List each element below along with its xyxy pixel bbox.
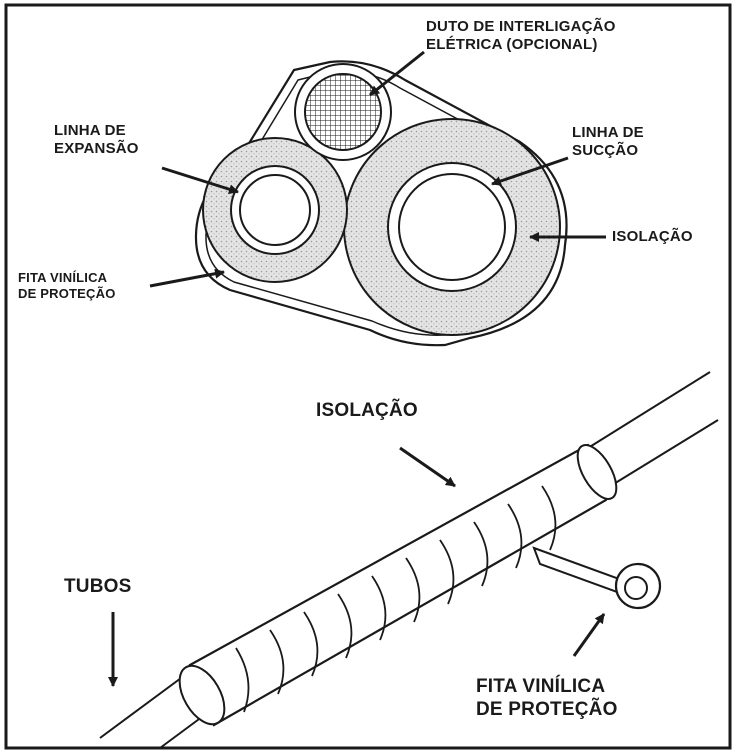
wrapped-tubes (99, 371, 719, 749)
arrow-linha-succao (491, 156, 569, 186)
label-linha-succao-line1: LINHA DE (572, 124, 644, 141)
arrow-fita-bottom (572, 613, 606, 657)
arrow-linha-expansao (161, 166, 239, 195)
label-linha-expansao-line1: LINHA DE (54, 122, 126, 139)
bottom-arrows (108, 446, 606, 687)
label-linha-succao-line2: SUCÇÃO (572, 142, 639, 159)
tube-right-line-2 (603, 419, 719, 491)
label-isolacao-bottom: ISOLAÇÃO (316, 400, 418, 423)
spiral-tape-bands (235, 485, 557, 713)
expansion-line-pipe-inner (239, 174, 311, 246)
cross-section-bundle (194, 60, 568, 347)
diagram-frame (4, 3, 732, 750)
label-fita-bottom: FITA VINÍLICA DE PROTEÇÃO (476, 676, 618, 722)
label-linha-expansao-line2: EXPANSÃO (54, 140, 139, 157)
label-isolacao-bottom-text: ISOLAÇÃO (316, 400, 418, 421)
label-tubos-text: TUBOS (64, 576, 132, 597)
suction-line-pipe-inner (398, 173, 506, 281)
label-duto-line1: DUTO DE INTERLIGAÇÃO (426, 18, 616, 35)
tape-roll-inner (624, 576, 648, 600)
label-linha-succao: LINHA DE SUCÇÃO (572, 124, 644, 160)
tube-right-line-1 (587, 371, 711, 449)
label-duto-interligacao: DUTO DE INTERLIGAÇÃO ELÉTRICA (OPCIONAL) (426, 18, 616, 54)
label-tubos: TUBOS (64, 576, 132, 599)
label-fita-bottom-line2: DE PROTEÇÃO (476, 698, 618, 720)
label-isolacao-top-text: ISOLAÇÃO (612, 228, 693, 245)
label-fita-top: FITA VINÍLICA DE PROTEÇÃO (18, 270, 116, 301)
label-duto-line2: ELÉTRICA (OPCIONAL) (426, 36, 598, 53)
label-fita-top-line1: FITA VINÍLICA (18, 270, 108, 285)
insulation-left-end (178, 664, 226, 726)
arrow-isolacao-bottom (399, 446, 456, 488)
top-arrows (149, 50, 606, 288)
tape-strip (532, 546, 630, 598)
label-fita-top-line2: DE PROTEÇÃO (18, 285, 116, 301)
label-fita-bottom-line1: FITA VINÍLICA (476, 676, 606, 697)
arrow-duto (369, 50, 425, 97)
label-linha-expansao: LINHA DE EXPANSÃO (54, 122, 139, 158)
arrow-fita-top (149, 268, 225, 288)
electrical-conduit-grid (304, 73, 382, 151)
insulation-right-end (576, 444, 618, 500)
label-isolacao-top: ISOLAÇÃO (612, 228, 693, 246)
